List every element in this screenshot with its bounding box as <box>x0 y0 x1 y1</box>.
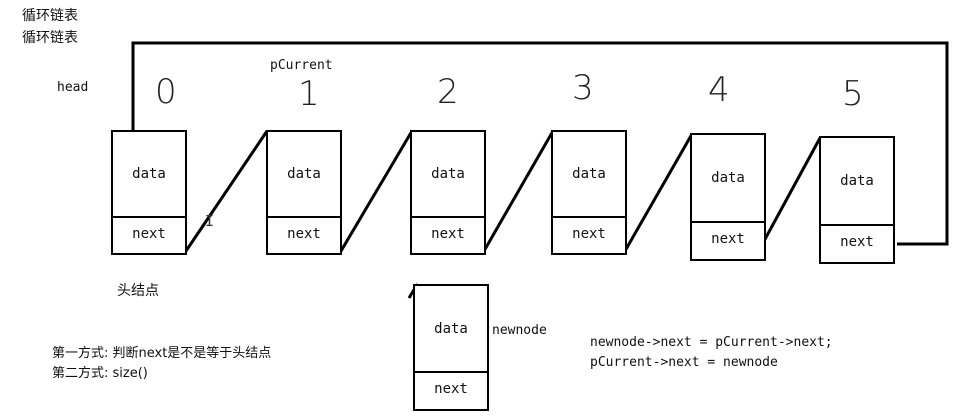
link-3-4 <box>623 133 694 252</box>
code-line-2: pCurrent->next = newnode <box>590 355 778 370</box>
pcurrent-label: pCurrent <box>270 58 333 73</box>
list-node-1: data next <box>266 130 342 255</box>
new-node: data next <box>413 284 489 411</box>
list-node-5: data next <box>819 136 895 264</box>
list-node-3: data next <box>551 130 627 255</box>
node-next-field: next <box>132 225 166 242</box>
link-0-1 <box>184 130 269 252</box>
node-next-field: next <box>711 231 745 247</box>
newnode-label: newnode <box>492 323 547 338</box>
node-data-field: data <box>553 132 625 218</box>
index-4: 4 <box>708 70 730 110</box>
head-label: head <box>57 80 89 95</box>
page-title-1: 循环链表 <box>22 8 78 24</box>
list-node-0: data next <box>111 130 187 255</box>
circular-link-line <box>131 41 949 246</box>
method-2: 第二方式: size() <box>52 366 148 381</box>
method-1: 第一方式: 判断next是不是等于头结点 <box>52 346 272 361</box>
link-1-2 <box>339 130 414 252</box>
node-next-field: next <box>431 225 465 242</box>
index-1: 1 <box>298 74 320 114</box>
node-data-field: data <box>113 132 185 218</box>
node-data-field: data <box>268 132 340 218</box>
index-2: 2 <box>437 72 459 112</box>
new-node-next-field: next <box>434 381 468 397</box>
list-node-2: data next <box>410 130 486 255</box>
page-title-2: 循环链表 <box>22 30 78 46</box>
code-line-1: newnode->next = pCurrent->next; <box>590 335 833 350</box>
index-0: 0 <box>155 72 177 112</box>
text-cursor-icon: I <box>205 212 215 230</box>
node-data-field: data <box>821 138 893 226</box>
node-next-field: next <box>840 234 874 250</box>
link-2-3 <box>482 130 555 252</box>
index-3: 3 <box>572 68 594 108</box>
node-next-field: next <box>287 225 321 242</box>
node-data-field: data <box>412 132 484 218</box>
node-data-field: data <box>692 135 764 223</box>
head-node-label: 头结点 <box>117 283 159 299</box>
index-5: 5 <box>842 74 864 114</box>
node-next-field: next <box>572 225 606 242</box>
link-4-5 <box>762 137 822 242</box>
list-node-4: data next <box>690 133 766 261</box>
new-node-data-field: data <box>415 286 487 373</box>
